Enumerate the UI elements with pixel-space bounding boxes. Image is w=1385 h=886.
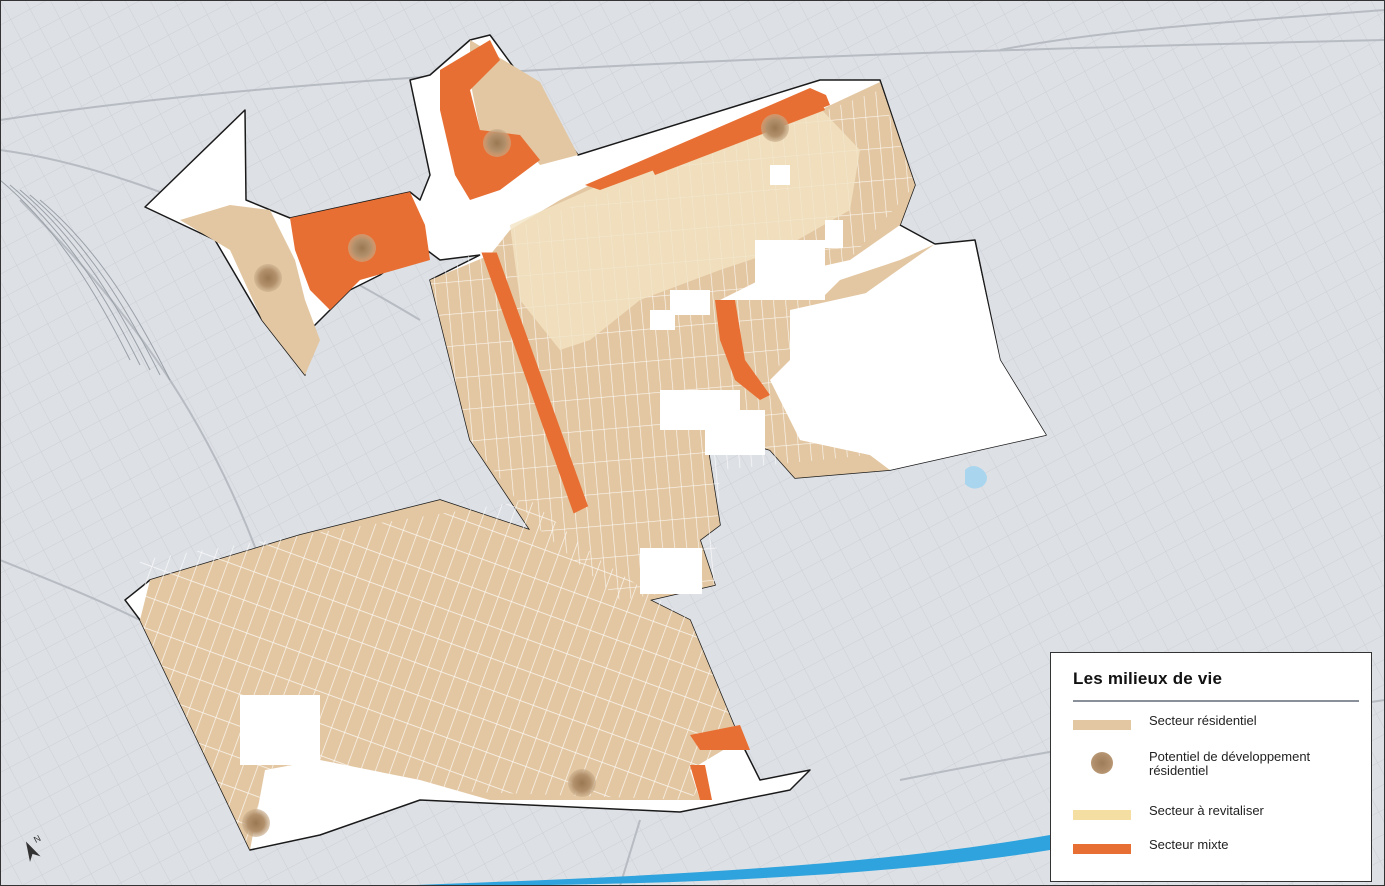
mixed-swatch	[1073, 844, 1131, 854]
legend-label: Secteur à revitaliser	[1149, 803, 1264, 818]
legend-item-potential: Potentiel de développement résidentiel	[1073, 748, 1357, 804]
river	[390, 835, 1050, 886]
potential-dot	[348, 234, 376, 262]
potential-dot	[761, 114, 789, 142]
legend-label: Secteur mixte	[1149, 837, 1229, 852]
potential-dot	[568, 769, 596, 797]
potential-dot	[483, 129, 511, 157]
revitalize-swatch	[1073, 810, 1131, 820]
legend-label: Potentiel de développement résidentiel	[1149, 749, 1311, 778]
legend-title: Les milieux de vie	[1073, 669, 1223, 688]
legend-label: Secteur résidentiel	[1149, 713, 1257, 728]
development-potential-markers	[242, 114, 789, 837]
potential-dot-icon	[1091, 752, 1113, 774]
map-legend: Les milieux de vie Secteur résidentiel P…	[1050, 652, 1372, 882]
rail-yard	[0, 179, 171, 381]
pond	[965, 466, 987, 489]
residential-swatch	[1073, 720, 1131, 730]
potential-dot	[242, 809, 270, 837]
legend-item-revitalize: Secteur à revitaliser	[1073, 804, 1357, 838]
svg-text:N: N	[32, 833, 42, 845]
potential-dot	[254, 264, 282, 292]
legend-divider	[1073, 700, 1359, 702]
legend-item-mixed: Secteur mixte	[1073, 838, 1357, 872]
north-arrow-icon: N	[25, 833, 42, 862]
legend-item-residential: Secteur résidentiel	[1073, 714, 1357, 748]
institutional-areas	[240, 165, 1046, 765]
